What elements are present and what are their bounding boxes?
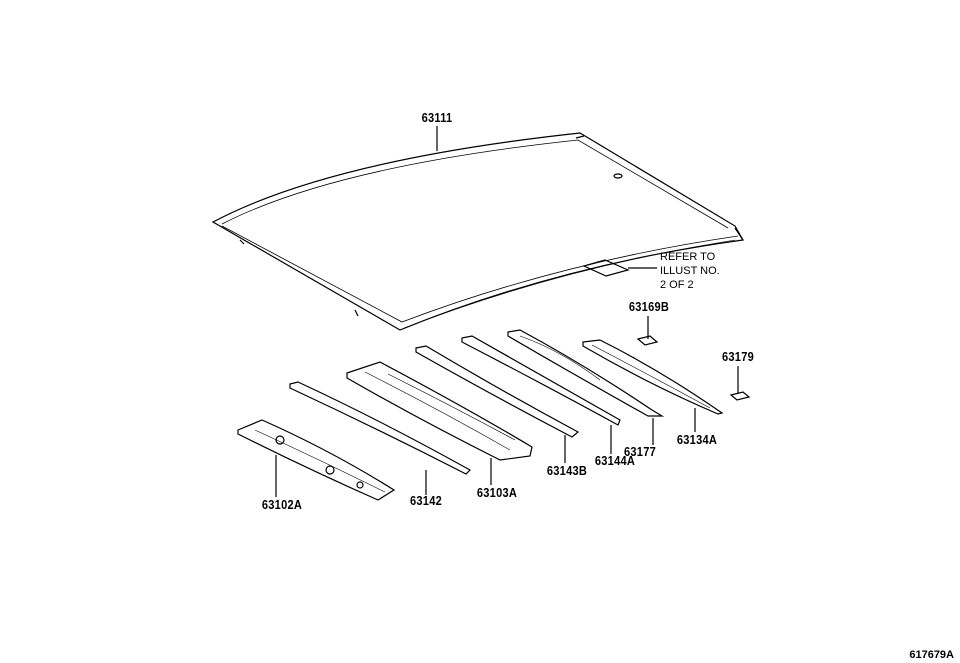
leader-lines xyxy=(275,126,739,497)
label-63143b[interactable]: 63143B xyxy=(546,463,588,478)
refer-note-line: ILLUST NO. xyxy=(660,265,720,277)
label-63177[interactable]: 63177 xyxy=(623,444,657,459)
pad-63169b-drawing xyxy=(636,335,659,346)
rails-drawing xyxy=(237,329,724,501)
refer-note-line: 2 OF 2 xyxy=(660,279,694,291)
pad-63179-drawing xyxy=(729,391,751,401)
illustration-code: 617679A xyxy=(909,649,954,661)
label-63103a[interactable]: 63103A xyxy=(476,485,518,500)
refer-sheet-drawing xyxy=(582,259,630,277)
roof-panel-drawing xyxy=(211,132,744,331)
label-63142[interactable]: 63142 xyxy=(409,493,443,508)
label-63134a[interactable]: 63134A xyxy=(676,432,718,447)
label-63102a[interactable]: 63102A xyxy=(261,497,303,512)
label-63111[interactable]: 63111 xyxy=(421,110,453,125)
label-63144a[interactable]: 63144A xyxy=(594,453,636,468)
label-63179[interactable]: 63179 xyxy=(721,349,755,364)
refer-note: REFER TO ILLUST NO. 2 OF 2 xyxy=(660,250,720,292)
refer-note-line: REFER TO xyxy=(660,251,716,263)
label-63169b[interactable]: 63169B xyxy=(628,299,670,314)
